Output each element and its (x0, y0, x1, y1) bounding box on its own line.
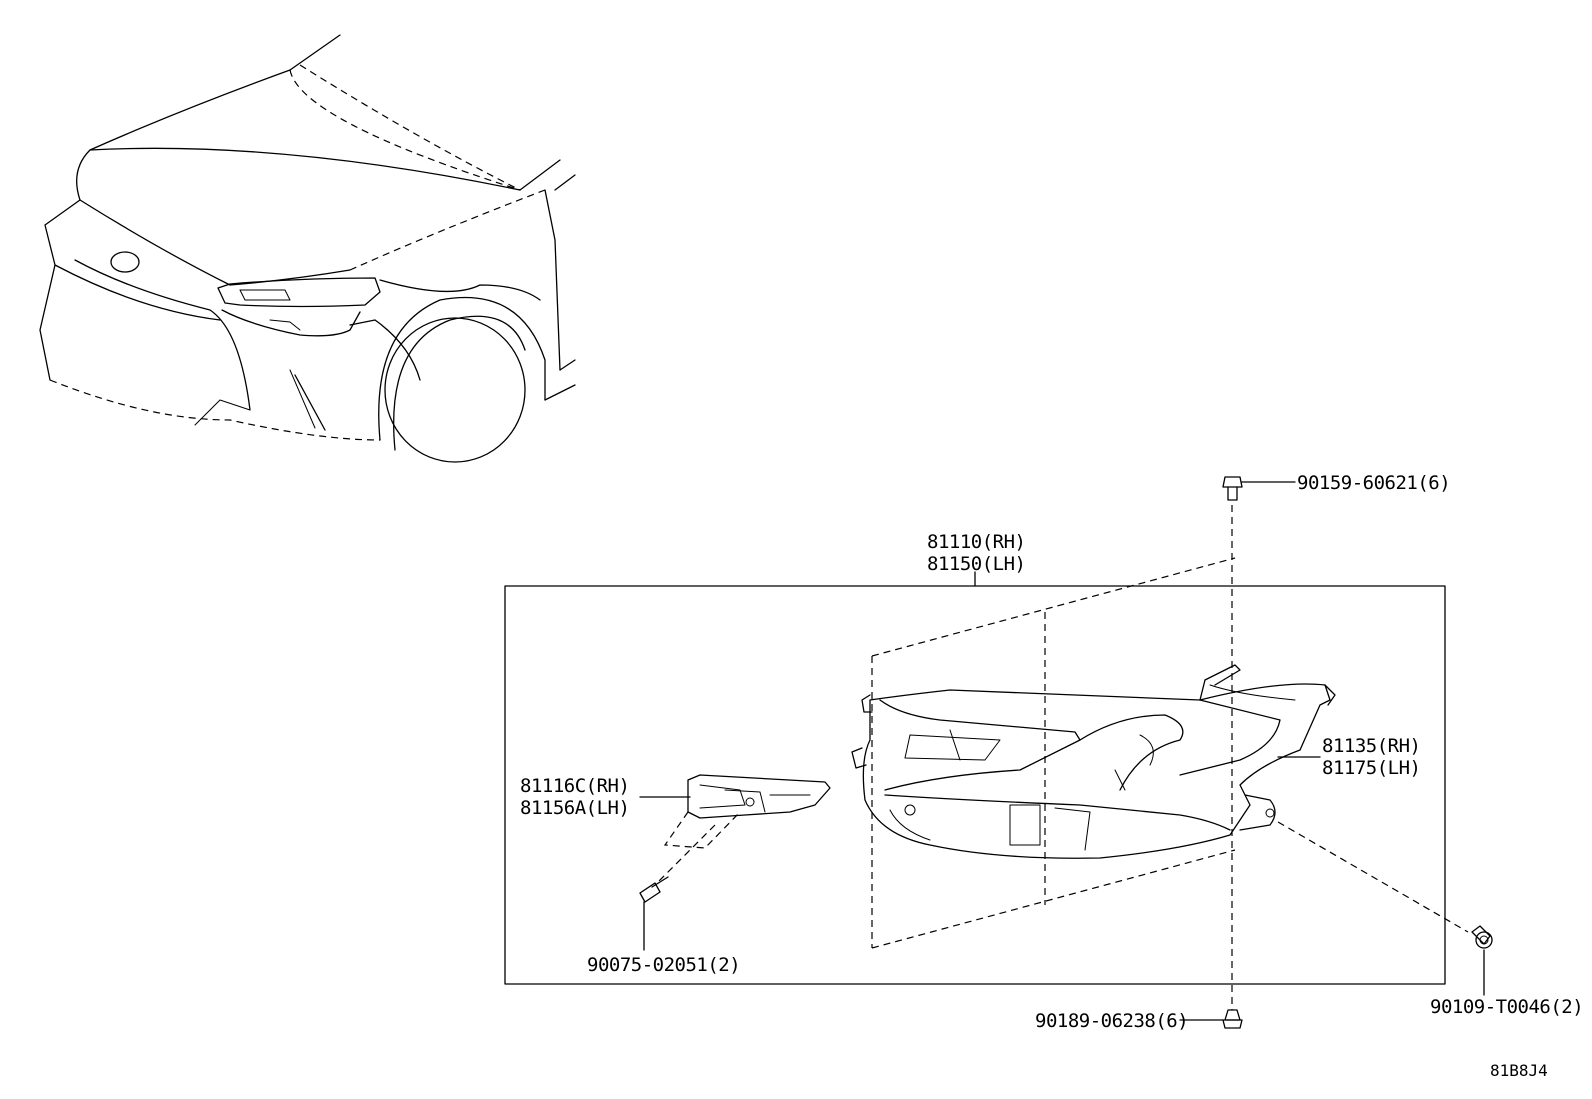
bolt-90159 (1222, 476, 1296, 1010)
label-bracket-rh: 81116C(RH) (520, 775, 629, 797)
bracket-illustration (639, 774, 831, 849)
bolt-90189 (1179, 1009, 1243, 1029)
diagram-code: 81B8J4 (1490, 1061, 1548, 1080)
vehicle-front-illustration (39, 34, 576, 463)
label-nut-right: 90109-T0046(2) (1430, 996, 1583, 1018)
headlamp-unit-illustration (851, 557, 1336, 949)
label-headlamp-assy-lh: 81150(LH) (927, 553, 1025, 575)
label-screw-bracket: 90075-02051(2) (587, 954, 740, 976)
assembly-boundary-box (504, 585, 1446, 985)
label-bolt-top: 90159-60621(6) (1297, 472, 1450, 494)
label-unit-rh: 81135(RH) (1322, 735, 1420, 757)
screw-90075 (639, 824, 716, 951)
nut-90109 (1277, 821, 1493, 996)
label-bolt-bottom: 90189-06238(6) (1035, 1010, 1188, 1032)
label-bracket-lh: 81156A(LH) (520, 797, 629, 819)
label-headlamp-assy-rh: 81110(RH) (927, 531, 1025, 553)
label-unit-lh: 81175(LH) (1322, 757, 1420, 779)
